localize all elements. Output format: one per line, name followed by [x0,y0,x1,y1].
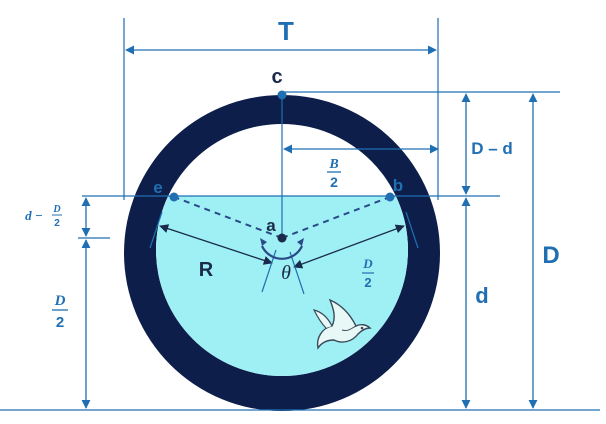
point-a [277,233,287,243]
point-c [277,90,287,100]
label-e: e [153,178,162,197]
label-D-half-two: 2 [56,314,64,331]
label-B: B [328,157,338,172]
theta-arc-arrow-left [260,238,267,246]
label-a: a [266,216,276,235]
label-radius-D: D [362,256,373,271]
label-R: R [199,259,214,281]
label-T: T [278,16,294,46]
label-D-half-num: D [54,293,66,309]
label-d: d [475,283,488,308]
d2-tick-right [405,211,419,249]
r-tick-left [149,211,163,249]
label-d-minus: d − [25,208,43,223]
d2-radius-dimension-line [293,224,405,269]
radius-a-to-e [173,196,283,239]
label-D-minus-d: D – d [471,139,513,158]
theta-arc [261,245,303,260]
label-B-two: 2 [330,174,338,190]
d2-tick-center-right [289,251,305,295]
point-e [169,192,179,202]
theta-arc-arrow-right [297,238,304,246]
label-b: b [393,176,403,195]
label-radius-two: 2 [364,275,371,290]
point-b [385,192,395,202]
label-c: c [271,66,282,88]
radius-a-to-b [281,196,391,239]
label-theta: θ [281,262,291,284]
dove-icon [312,298,372,350]
label-D: D [542,242,559,269]
label-d-minus-two: 2 [54,218,60,229]
label-d-minus-D: D [52,204,60,215]
r-dimension-line [159,224,273,265]
